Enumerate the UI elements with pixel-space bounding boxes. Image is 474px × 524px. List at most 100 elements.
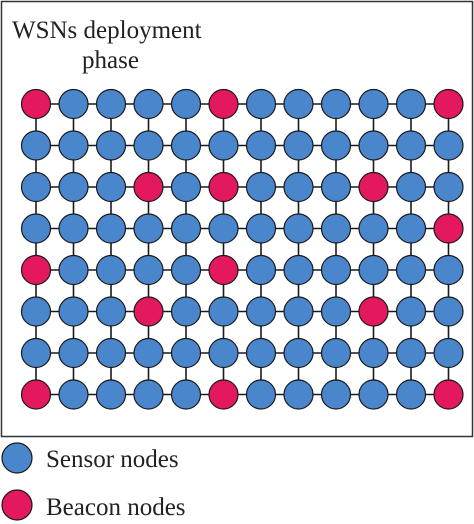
beacon-node	[20, 88, 52, 120]
legend-sensor-marker	[1, 442, 33, 474]
title-line-2: phase	[82, 47, 139, 74]
title-line-1: WSNs deployment	[12, 17, 202, 44]
sensor-node	[245, 254, 277, 286]
sensor-node	[170, 171, 202, 203]
sensor-node	[245, 337, 277, 369]
sensor-node	[20, 171, 52, 203]
sensor-node	[208, 337, 239, 369]
sensor-node	[245, 213, 277, 244]
sensor-node	[58, 88, 89, 120]
sensor-node	[283, 213, 314, 244]
diagram-frame	[0, 0, 474, 438]
sensor-node	[170, 130, 202, 161]
beacon-node	[433, 379, 464, 410]
sensor-node	[320, 171, 352, 203]
sensor-node	[433, 130, 464, 161]
sensor-node	[358, 379, 389, 410]
sensor-node	[170, 337, 202, 369]
sensor-node	[133, 88, 164, 120]
sensor-node	[58, 130, 89, 161]
sensor-node	[20, 337, 52, 369]
sensor-node	[170, 88, 202, 120]
sensor-node	[320, 296, 352, 327]
sensor-node	[395, 171, 427, 203]
sensor-node	[58, 337, 89, 369]
sensor-node	[433, 296, 464, 327]
sensor-node	[395, 254, 427, 286]
sensor-node	[208, 296, 239, 327]
sensor-node	[283, 379, 314, 410]
sensor-node	[395, 379, 427, 410]
sensor-node	[395, 296, 427, 327]
sensor-node	[320, 254, 352, 286]
sensor-node	[133, 254, 164, 286]
beacon-node	[208, 254, 239, 286]
sensor-node	[395, 88, 427, 120]
sensor-node	[320, 379, 352, 410]
sensor-node	[20, 130, 52, 161]
beacon-node	[358, 296, 389, 327]
sensor-node	[133, 337, 164, 369]
sensor-node	[395, 337, 427, 369]
sensor-node	[433, 337, 464, 369]
sensor-node	[170, 254, 202, 286]
sensor-node	[95, 254, 127, 286]
legend-beacon-label: Beacon nodes	[46, 494, 186, 521]
sensor-node	[95, 88, 127, 120]
sensor-node	[58, 254, 89, 286]
sensor-node	[358, 213, 389, 244]
beacon-node	[208, 379, 239, 410]
beacon-node	[20, 379, 52, 410]
sensor-node	[58, 379, 89, 410]
sensor-node	[58, 171, 89, 203]
network-nodes	[20, 88, 464, 410]
sensor-node	[245, 130, 277, 161]
sensor-node	[283, 130, 314, 161]
sensor-node	[133, 213, 164, 244]
sensor-node	[283, 88, 314, 120]
sensor-node	[283, 337, 314, 369]
sensor-node	[95, 337, 127, 369]
sensor-node	[358, 337, 389, 369]
sensor-node	[245, 171, 277, 203]
beacon-node	[208, 88, 239, 120]
sensor-node	[208, 213, 239, 244]
sensor-node	[20, 213, 52, 244]
sensor-node	[245, 296, 277, 327]
sensor-node	[133, 130, 164, 161]
sensor-node	[170, 379, 202, 410]
legend-sensor-label: Sensor nodes	[46, 446, 179, 473]
sensor-node	[208, 130, 239, 161]
sensor-node	[95, 130, 127, 161]
legend-beacon-marker	[1, 489, 33, 521]
sensor-node	[320, 213, 352, 244]
sensor-node	[170, 213, 202, 244]
sensor-node	[320, 130, 352, 161]
sensor-node	[245, 88, 277, 120]
beacon-node	[433, 213, 464, 244]
beacon-node	[20, 254, 52, 286]
beacon-node	[358, 171, 389, 203]
sensor-node	[58, 296, 89, 327]
sensor-node	[95, 171, 127, 203]
sensor-node	[358, 254, 389, 286]
sensor-node	[358, 88, 389, 120]
sensor-node	[58, 213, 89, 244]
sensor-node	[358, 130, 389, 161]
sensor-node	[433, 254, 464, 286]
sensor-node	[170, 296, 202, 327]
sensor-node	[283, 171, 314, 203]
sensor-node	[283, 254, 314, 286]
beacon-node	[208, 171, 239, 203]
sensor-node	[283, 296, 314, 327]
sensor-node	[395, 130, 427, 161]
sensor-node	[395, 213, 427, 244]
sensor-node	[95, 296, 127, 327]
sensor-node	[95, 379, 127, 410]
sensor-node	[433, 171, 464, 203]
beacon-node	[433, 88, 464, 120]
beacon-node	[133, 171, 164, 203]
sensor-node	[95, 213, 127, 244]
sensor-node	[20, 296, 52, 327]
